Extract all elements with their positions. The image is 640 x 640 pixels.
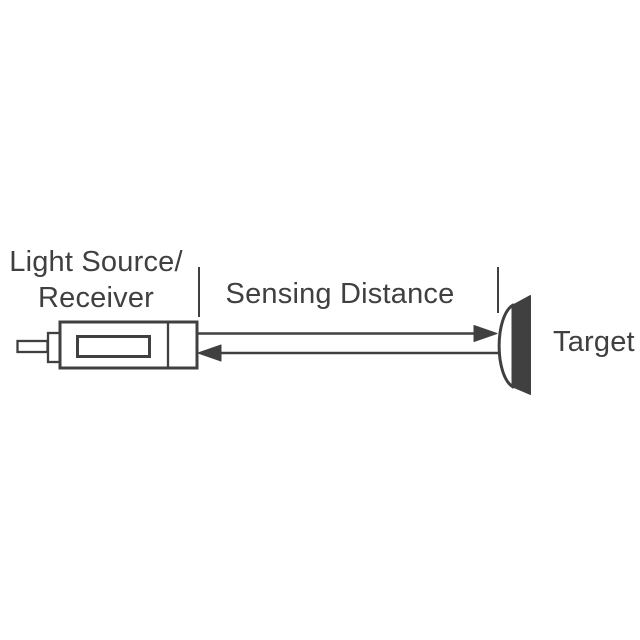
sensor-cable-stub-shape (16, 339, 49, 354)
arrow-to-sensor (197, 344, 500, 362)
arrow-left-head-icon (197, 344, 222, 362)
light-source-label-line2: Receiver (38, 282, 154, 314)
sensor-window-shape (76, 335, 151, 358)
target-side-shape (512, 295, 531, 395)
arrow-to-target (198, 325, 498, 342)
target-label: Target (553, 326, 635, 358)
arrow-right-head-icon (473, 325, 498, 342)
target-face-shape (497, 303, 515, 389)
target-graphic (497, 295, 531, 395)
sensing-distance-label: Sensing Distance (226, 278, 455, 310)
light-source-label-line1: Light Source/ (9, 246, 183, 278)
sensor-collar-shape (46, 331, 62, 364)
sensor-graphic (16, 320, 199, 370)
